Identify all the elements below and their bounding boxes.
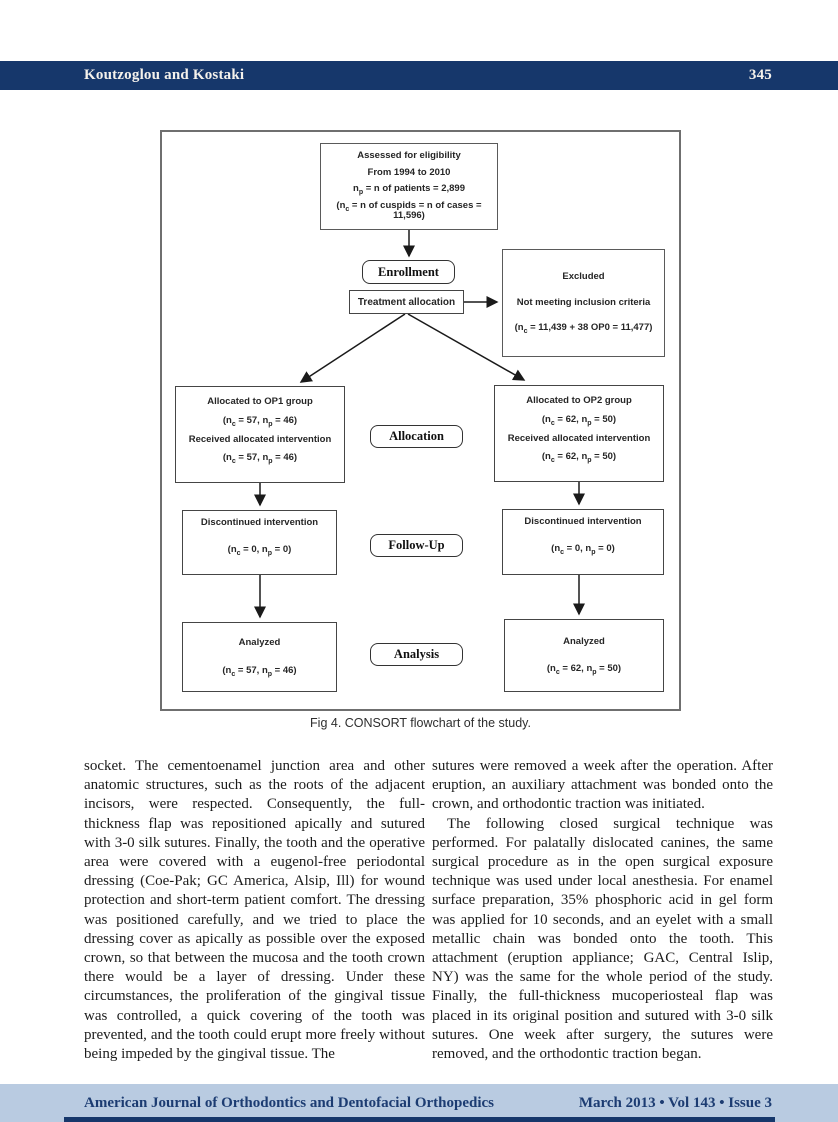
box-discontinued-op2: Discontinued intervention(nc = 0, np = 0…	[502, 509, 664, 575]
box-enrollment: Enrollment	[362, 260, 455, 284]
body-left-column: socket. The cementoenamel junction area …	[84, 758, 425, 1063]
page-footer-bar: American Journal of Orthodontics and Den…	[0, 1084, 838, 1122]
box-allocated-op2: Allocated to OP2 group(nc = 62, np = 50)…	[494, 385, 664, 482]
page-number: 345	[748, 67, 772, 83]
box-discontinued-op1: Discontinued intervention(nc = 0, np = 0…	[182, 510, 337, 575]
box-analysis: Analysis	[370, 643, 463, 666]
box-analyzed-op1: Analyzed(nc = 57, np = 46)	[182, 622, 337, 692]
box-allocation: Allocation	[370, 425, 463, 448]
footer-journal-title: American Journal of Orthodontics and Den…	[84, 1094, 494, 1111]
footer-issue-info: March 2013 • Vol 143 • Issue 3	[578, 1094, 772, 1111]
box-treatment-allocation: Treatment allocation	[349, 290, 464, 314]
page-header-bar: Koutzoglou and Kostaki 345	[0, 61, 838, 90]
box-follow-up: Follow-Up	[370, 534, 463, 557]
footer-accent-strip	[64, 1117, 775, 1122]
box-analyzed-op2: Analyzed(nc = 62, np = 50)	[504, 619, 664, 692]
figure-caption: Fig 4. CONSORT flowchart of the study.	[310, 716, 531, 730]
body-right-column: sutures were removed a week after the op…	[432, 758, 773, 1063]
box-allocated-op1: Allocated to OP1 group(nc = 57, np = 46)…	[175, 386, 345, 483]
running-head: Koutzoglou and Kostaki	[84, 67, 245, 83]
flowchart-arrows	[254, 230, 585, 619]
